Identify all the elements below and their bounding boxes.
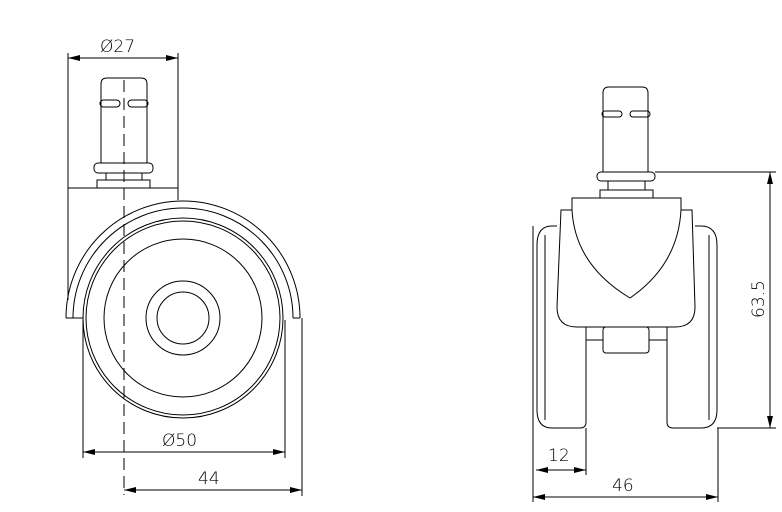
dimension-wheel-width: 12 bbox=[536, 428, 587, 475]
wheel bbox=[82, 217, 284, 419]
dim-label-wheel-diameter: Ø50 bbox=[162, 431, 197, 451]
dimension-wheel-diameter: Ø50 bbox=[82, 320, 286, 458]
dim-label-overall-width: 46 bbox=[612, 476, 634, 496]
fork-body bbox=[556, 197, 696, 354]
dimension-stem-diameter: Ø27 bbox=[67, 37, 179, 188]
dim-label-stem-diameter: Ø27 bbox=[100, 37, 135, 57]
dimension-overall-width: 46 bbox=[532, 226, 719, 502]
dimension-height: 63.5 bbox=[655, 171, 776, 429]
stem bbox=[596, 86, 656, 199]
dimension-offset: 44 bbox=[124, 318, 303, 496]
dim-label-offset: 44 bbox=[198, 469, 220, 489]
wheels bbox=[536, 225, 718, 429]
dim-label-wheel-width: 12 bbox=[548, 446, 570, 466]
side-view: Ø27 Ø50 44 bbox=[65, 37, 303, 496]
fork-housing bbox=[65, 187, 301, 319]
dim-label-height: 63.5 bbox=[749, 280, 769, 318]
front-view: 63.5 12 46 bbox=[532, 86, 776, 502]
